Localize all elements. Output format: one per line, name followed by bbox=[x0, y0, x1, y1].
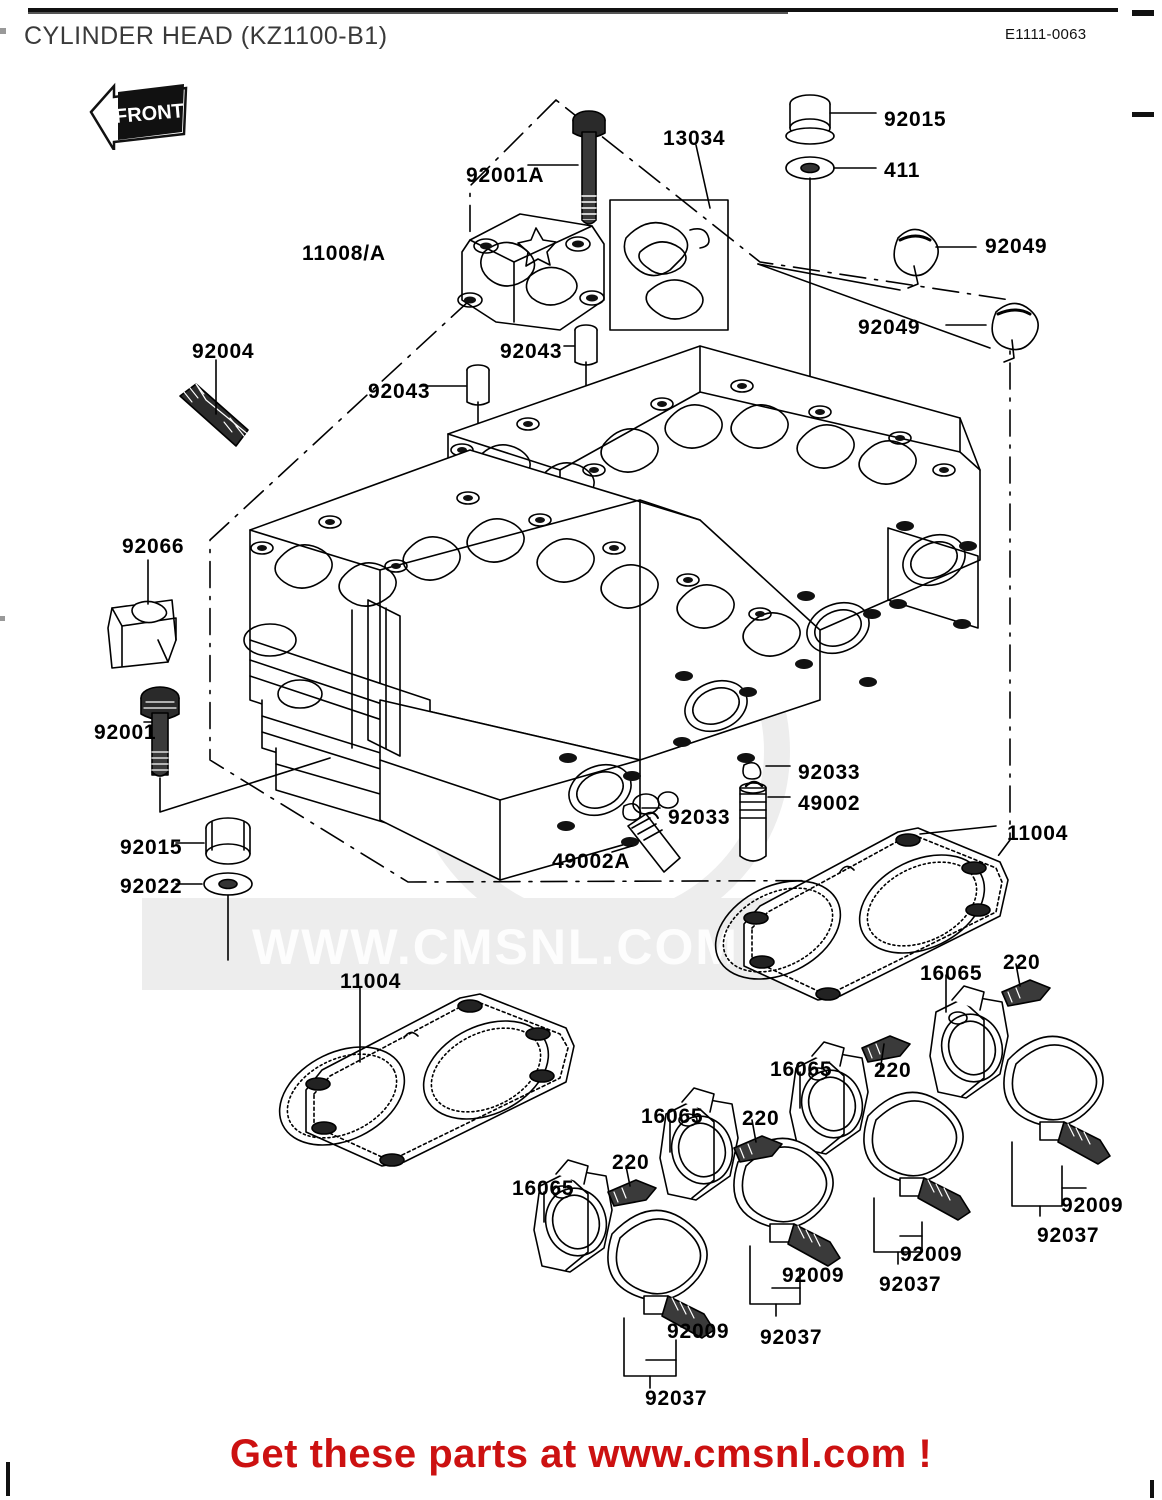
carb-holder-assembly-3 bbox=[659, 1087, 841, 1317]
callout-92004: 92004 bbox=[192, 340, 255, 363]
cam-journal-saddles-front bbox=[274, 518, 801, 657]
leader-92001 bbox=[159, 757, 331, 813]
callout-16065-4: 16065 bbox=[512, 1177, 575, 1200]
callout-92009-2: 92009 bbox=[900, 1243, 963, 1266]
sheet-code: E1111-0063 bbox=[1005, 26, 1087, 43]
bolt-92001 bbox=[140, 686, 331, 813]
callout-92033-b: 92033 bbox=[668, 806, 731, 829]
stud-92004 bbox=[179, 359, 251, 447]
leader-92049-a bbox=[757, 263, 901, 291]
oil-seal-92049-b bbox=[945, 302, 1039, 363]
callout-220-1: 220 bbox=[1003, 951, 1041, 974]
head-gasket-11004-lower bbox=[278, 987, 575, 1167]
callout-92037-4: 92037 bbox=[645, 1387, 708, 1410]
callout-11008A: 11008/A bbox=[302, 242, 386, 265]
registration-tick bbox=[1132, 10, 1154, 16]
callout-92066: 92066 bbox=[122, 535, 185, 558]
callout-220-3: 220 bbox=[742, 1107, 780, 1130]
callout-16065-1: 16065 bbox=[920, 962, 983, 985]
callout-16065-2: 16065 bbox=[770, 1058, 833, 1081]
cap-nut-92015-top bbox=[785, 94, 877, 145]
bolt-92001A bbox=[527, 110, 606, 225]
cylinder-head-body bbox=[243, 345, 981, 881]
head-bolt-bosses-front bbox=[250, 491, 772, 621]
head-bolt-bosses-rear bbox=[450, 379, 956, 477]
callout-49002A: 49002A bbox=[552, 850, 631, 873]
carb-holder-assembly-1 bbox=[929, 963, 1111, 1217]
callout-92043-a: 92043 bbox=[500, 340, 563, 363]
callout-16065-3: 16065 bbox=[641, 1105, 704, 1128]
callout-92015-left: 92015 bbox=[120, 836, 183, 859]
carb-holder-assembly-2 bbox=[789, 1035, 971, 1265]
callout-92033-a: 92033 bbox=[798, 761, 861, 784]
callout-92009-1: 92009 bbox=[1061, 1194, 1124, 1217]
callout-13034: 13034 bbox=[663, 127, 726, 150]
callout-220-4: 220 bbox=[612, 1151, 650, 1174]
dowel-pin-92043-b bbox=[419, 364, 490, 406]
callout-49002: 49002 bbox=[798, 792, 861, 815]
dowel-pin-92043-a bbox=[563, 324, 598, 366]
head-gasket-11004-upper bbox=[714, 825, 1009, 1001]
callout-92043-b: 92043 bbox=[368, 380, 431, 403]
callout-92049-a: 92049 bbox=[985, 235, 1048, 258]
callout-92001: 92001 bbox=[94, 721, 157, 744]
breather-tube-49002 bbox=[739, 780, 791, 862]
callout-411: 411 bbox=[884, 159, 921, 182]
registration-tick bbox=[1150, 1480, 1154, 1498]
callout-92015-top: 92015 bbox=[884, 108, 947, 131]
cap-nut-92015-left bbox=[175, 817, 251, 865]
camshaft-cap bbox=[457, 213, 605, 331]
front-arrow-badge: FRONT bbox=[88, 78, 192, 150]
carb-holder-assembly-4 bbox=[533, 1159, 715, 1389]
callout-92037-1: 92037 bbox=[1037, 1224, 1100, 1247]
o-ring-92033-a bbox=[742, 761, 791, 780]
callout-92037-2: 92037 bbox=[879, 1273, 942, 1296]
breather-tube-49002A bbox=[611, 811, 681, 873]
registration-tick bbox=[0, 28, 6, 34]
callout-92049-b: 92049 bbox=[858, 316, 921, 339]
oil-seal-92049-a bbox=[893, 228, 977, 289]
callout-92001A: 92001A bbox=[466, 164, 545, 187]
callout-92009-3: 92009 bbox=[782, 1264, 845, 1287]
header-rule bbox=[28, 8, 1118, 14]
footer-promo-text: Get these parts at www.cmsnl.com ! bbox=[229, 1432, 933, 1476]
page-title: CYLINDER HEAD (KZ1100-B1) bbox=[24, 22, 388, 50]
bearing-detail-box-13034 bbox=[609, 144, 729, 331]
callout-11004-upper: 11004 bbox=[1007, 822, 1069, 845]
plug-92066 bbox=[107, 559, 177, 669]
washer-92022 bbox=[175, 872, 253, 896]
registration-tick bbox=[6, 1462, 10, 1496]
callout-92037-3: 92037 bbox=[760, 1326, 823, 1349]
intake-ports bbox=[557, 521, 979, 847]
registration-tick bbox=[1132, 112, 1154, 117]
registration-tick bbox=[0, 616, 5, 621]
callout-11004-lower: 11004 bbox=[340, 970, 402, 993]
washer-411 bbox=[785, 156, 877, 180]
callout-220-2: 220 bbox=[874, 1059, 912, 1082]
leader-92049-b bbox=[757, 263, 991, 349]
callout-92022: 92022 bbox=[120, 875, 183, 898]
callout-92009-4: 92009 bbox=[667, 1320, 730, 1343]
